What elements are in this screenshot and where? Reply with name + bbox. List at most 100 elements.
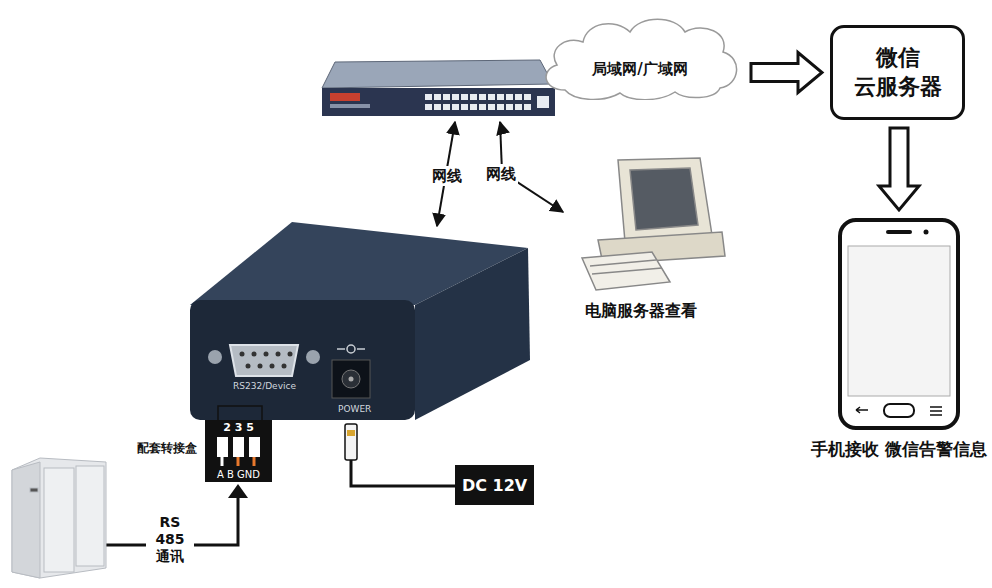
power-cabinet [12, 462, 40, 578]
power-cabinet [44, 468, 74, 572]
cloud-outline [535, 10, 745, 100]
network-cloud: 局域网/广域网 [535, 10, 745, 100]
computer-caption: 电脑服务器查看 [583, 300, 699, 321]
power-cabinet [30, 488, 38, 492]
network-switch [425, 94, 432, 100]
device-box [332, 360, 370, 398]
network-switch [425, 104, 432, 110]
power-cabinet [76, 466, 104, 566]
device-box [240, 352, 293, 369]
device-box [252, 352, 257, 357]
network-switch [479, 104, 486, 110]
device-box [190, 300, 415, 420]
terminal [217, 437, 228, 457]
power-box: DC 12V [455, 465, 534, 505]
network-switch [425, 94, 549, 110]
server-label: 微信 云服务器 [839, 44, 956, 101]
phone-menu [930, 407, 942, 415]
power-cord [347, 430, 355, 436]
adapter-box: 配套转接盒2 3 5A B GND [205, 420, 272, 482]
phone-node: 手机接收 微信告警信息 [838, 218, 960, 430]
network-switch [506, 94, 513, 100]
pin-label: 2 3 5 [205, 421, 272, 434]
pin-bracket [218, 406, 262, 420]
computer-icon [618, 158, 712, 242]
network-switch [524, 104, 531, 110]
network-switch [452, 104, 459, 110]
flow-arrow [751, 53, 822, 93]
computer-icon [582, 158, 725, 290]
device-box [264, 352, 269, 357]
computer-icon [582, 252, 670, 290]
power-cord [351, 460, 455, 486]
phone-body [840, 220, 958, 428]
device-box [246, 364, 251, 369]
computer-icon [592, 268, 662, 274]
device-box [415, 248, 530, 420]
wire [253, 457, 256, 466]
phone-back [856, 407, 868, 413]
device-box [349, 377, 354, 382]
network-switch [515, 94, 522, 100]
network-switch [488, 94, 495, 100]
device-box [270, 364, 275, 369]
network-switch [330, 93, 360, 101]
device-box [208, 350, 222, 364]
port-label: POWER [336, 403, 373, 416]
computer-icon [590, 260, 656, 266]
phone-screen [848, 246, 950, 396]
network-switch [515, 104, 522, 110]
device-box [288, 352, 293, 357]
wire [221, 457, 224, 466]
network-switch [452, 94, 459, 100]
network-switch [524, 94, 531, 100]
phone-speaker [886, 230, 912, 234]
network-switch [322, 60, 555, 116]
power-cabinet [12, 458, 106, 578]
device-box [240, 352, 245, 357]
device-box [276, 352, 281, 357]
cable-label: 网线 [484, 164, 518, 184]
pin-bracket [218, 406, 262, 420]
cloud-shape [546, 19, 736, 99]
device-box [357, 348, 365, 350]
flow-arrow [879, 128, 919, 210]
phone-home [884, 404, 914, 417]
device-box [258, 364, 263, 369]
device-box [347, 345, 355, 353]
terminal [249, 437, 260, 457]
phone-caption: 手机接收 微信告警信息 [808, 438, 990, 461]
device-box [230, 345, 298, 376]
device-box [306, 350, 320, 364]
network-switch [434, 94, 441, 100]
network-switch [470, 94, 477, 100]
network-switch [506, 104, 513, 110]
wire [237, 457, 240, 466]
server-box: 微信 云服务器 [830, 25, 965, 120]
network-switch [434, 104, 441, 110]
pin-label: A B GND [205, 469, 272, 481]
network-switch [461, 94, 468, 100]
network-switch [330, 104, 370, 108]
terminal [233, 437, 244, 457]
network-switch [461, 104, 468, 110]
device-box [342, 370, 360, 388]
network-switch [479, 94, 486, 100]
power-label: DC 12V [462, 476, 527, 495]
network-switch [443, 94, 450, 100]
phone-outline [838, 218, 960, 430]
device-box [282, 364, 287, 369]
adapter-heading: 配套转接盒 [137, 440, 197, 457]
network-cable [500, 122, 502, 130]
network-switch [470, 104, 477, 110]
port-label: RS232/Device [231, 380, 298, 393]
computer-icon [630, 168, 698, 230]
bus-label: RS 485 通讯 [146, 513, 194, 565]
device-box [190, 222, 530, 420]
network-switch [322, 60, 553, 88]
rs485-wire [228, 484, 248, 498]
power-cord [345, 424, 455, 486]
network-switch [443, 104, 450, 110]
power-cabinet [12, 458, 106, 578]
